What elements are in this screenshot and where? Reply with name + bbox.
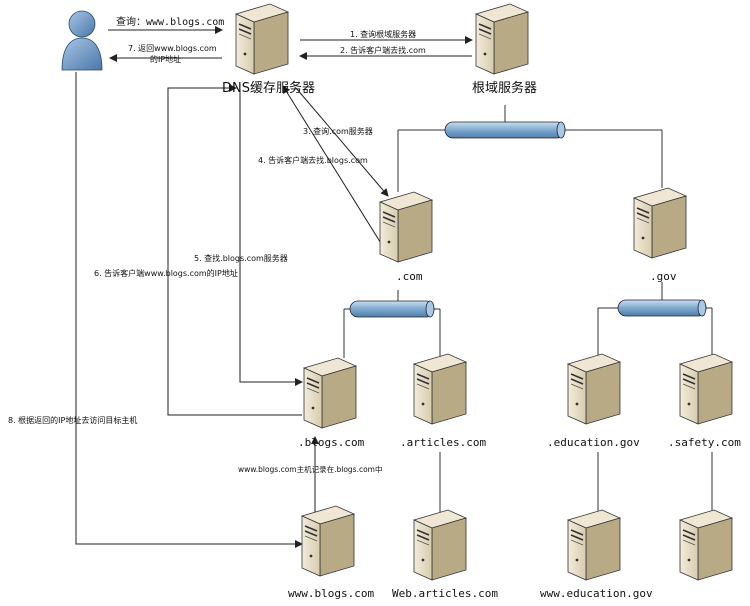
dns-cache-server-icon xyxy=(235,3,289,75)
arrow-step4 xyxy=(282,85,383,246)
www-blogs-label: www.blogs.com xyxy=(288,587,374,600)
step4-label: 4. 告诉客户端去找.blogs.com xyxy=(258,155,368,165)
root-server-label: 根域服务器 xyxy=(472,80,537,96)
dns-cache-label: DNS缓存服务器 xyxy=(222,80,315,96)
safety-server-icon xyxy=(679,353,733,425)
step1-label: 1. 查询根域服务器 xyxy=(350,29,416,39)
safety-host-icon xyxy=(679,509,733,581)
www-education-host-icon xyxy=(567,509,621,581)
www-blogs-host-icon xyxy=(301,505,355,577)
arrow-step5 xyxy=(239,90,303,386)
www-education-label: www.education.gov xyxy=(540,587,653,600)
record-label: www.blogs.com主机记录在.blogs.com中 xyxy=(238,464,383,474)
articles-label: .articles.com xyxy=(400,436,486,449)
com-label: .com xyxy=(396,270,423,283)
root-server-icon xyxy=(475,3,529,75)
step8-label: 8. 根据返回的IP地址去访问目标主机 xyxy=(8,415,137,425)
articles-server-icon xyxy=(413,353,467,425)
step7-label-line2: 的IP地址 xyxy=(150,54,181,64)
user-icon xyxy=(61,10,103,71)
step3-label: 3. 查询.com服务器 xyxy=(303,126,373,136)
gov-bus xyxy=(597,282,713,356)
web-articles-host-icon xyxy=(413,509,467,581)
gov-server-icon xyxy=(633,187,687,259)
com-server-icon xyxy=(379,191,433,263)
step7-label-line1: 7. 返回www.blogs.com xyxy=(128,44,217,53)
arrow-step3 xyxy=(295,87,389,197)
education-label: .education.gov xyxy=(547,436,640,449)
step-arrows xyxy=(75,26,473,548)
web-articles-label: Web.articles.com xyxy=(392,587,498,600)
com-bus xyxy=(343,290,441,358)
gov-label: .gov xyxy=(650,270,677,283)
blogs-label: .blogs.com xyxy=(298,436,365,449)
step6-label: 6. 告诉客户端www.blogs.com的IP地址 xyxy=(94,268,238,278)
query-label: 查询：www.blogs.com xyxy=(116,15,224,28)
root-bus xyxy=(397,105,663,192)
safety-label: .safety.com xyxy=(668,436,741,449)
blogs-server-icon xyxy=(303,357,357,429)
arrow-step8 xyxy=(75,72,303,548)
education-server-icon xyxy=(567,353,621,425)
arrow-step6 xyxy=(167,84,302,416)
step2-label: 2. 告诉客户端去找.com xyxy=(340,45,426,55)
step5-label: 5. 查找.blogs.com服务器 xyxy=(194,253,288,263)
